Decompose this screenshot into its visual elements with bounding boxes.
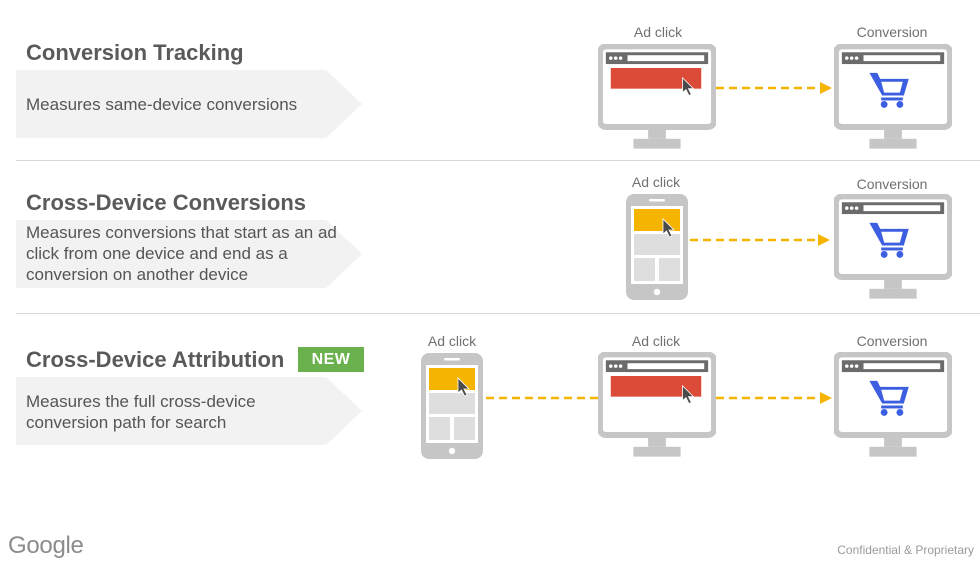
dashed-arrow [716, 82, 832, 94]
description-chevron [16, 377, 362, 445]
row-title-cross-device-conversions: Cross-Device Conversions [26, 190, 306, 215]
new-badge: NEW [298, 347, 364, 372]
desktop-ad-monitor [598, 44, 716, 151]
row-description-cross-device-attribution: Measures the full cross-device conversio… [26, 392, 256, 432]
description-chevron [16, 70, 362, 138]
row-description-conversion-tracking: Measures same-device conversions [26, 95, 298, 114]
section-divider [16, 313, 980, 314]
desktop-conversion-monitor [834, 194, 952, 301]
desktop-ad-monitor [598, 352, 716, 459]
ad-click-label: Ad click [631, 174, 681, 190]
desktop-conversion-monitor [834, 44, 952, 151]
section-divider [16, 160, 980, 161]
ad-click-label: Ad click [631, 333, 681, 349]
row-title-conversion-tracking: Conversion Tracking [26, 40, 244, 65]
google-logo: Google [8, 532, 84, 559]
dashed-arrow [716, 392, 832, 404]
phone-ad-device [419, 351, 485, 461]
description-chevron [16, 220, 362, 288]
dashed-arrow [690, 234, 830, 246]
ad-click-label: Ad click [633, 24, 683, 40]
conversion-label: Conversion [856, 176, 928, 192]
desktop-conversion-monitor [834, 352, 952, 459]
ad-click-label: Ad click [427, 333, 477, 349]
conversion-label: Conversion [856, 24, 928, 40]
dashed-arrow [486, 396, 598, 400]
conversion-label: Conversion [856, 333, 928, 349]
row-description-cross-device-conversions: Measures conversions that start as an ad… [26, 223, 337, 284]
phone-ad-device [624, 192, 690, 302]
confidential-notice: Confidential & Proprietary [837, 543, 974, 557]
row-title-cross-device-attribution: Cross-Device Attribution [26, 347, 285, 372]
